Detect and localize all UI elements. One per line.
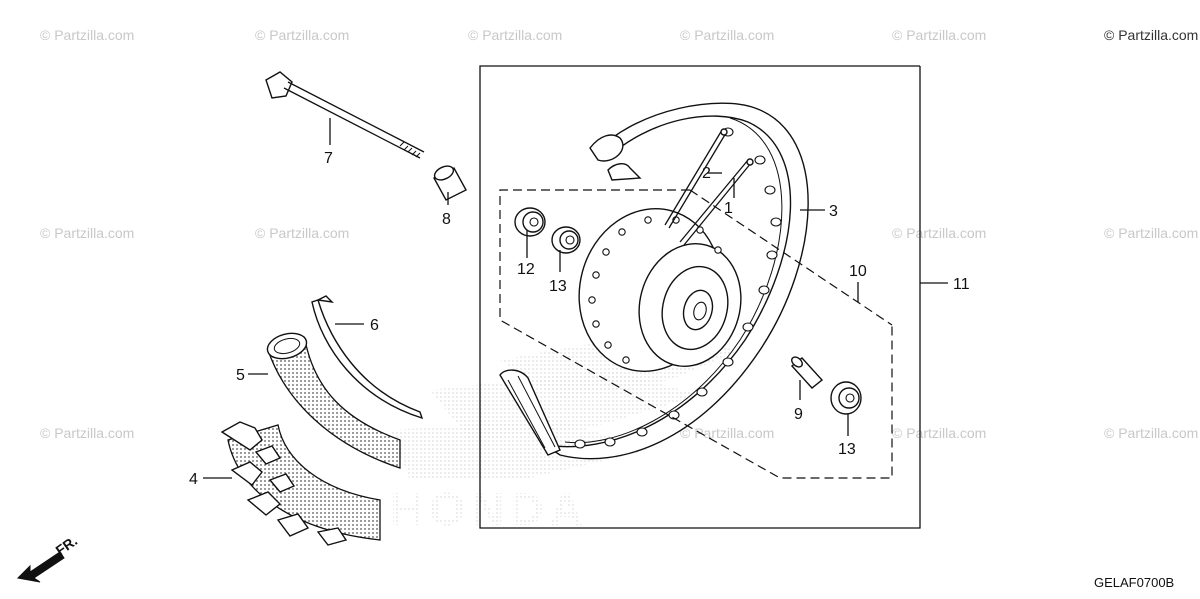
watermark: © Partzilla.com (680, 425, 774, 441)
wheel-hub (578, 208, 742, 372)
callout-5: 5 (236, 367, 245, 384)
callout-3: 3 (829, 203, 838, 220)
leader-lines (203, 118, 948, 479)
callout-13-upper: 13 (549, 278, 567, 295)
distance-collar-9 (790, 356, 824, 389)
wheel-assembly-frame (479, 65, 921, 529)
watermark: © Partzilla.com (1104, 425, 1198, 441)
callout-7: 7 (324, 150, 333, 167)
arrow-icon (16, 551, 65, 583)
bearing-12 (514, 207, 546, 237)
tire-4 (220, 421, 381, 546)
drawing-code: GELAF0700B (1094, 575, 1174, 590)
inner-tube-5 (266, 332, 401, 469)
rim (499, 102, 809, 460)
bearing-group-bracket (499, 189, 893, 479)
axle-bolt-7 (265, 71, 425, 159)
axle-collar-8 (433, 165, 467, 201)
callout-11: 11 (953, 276, 970, 293)
spokes (664, 128, 754, 246)
watermark: © Partzilla.com (255, 225, 349, 241)
front-direction-indicator: FR. (16, 532, 80, 583)
watermark: © Partzilla.com (892, 27, 986, 43)
callout-1: 1 (724, 200, 733, 217)
watermark: © Partzilla.com (1104, 225, 1198, 241)
callout-9: 9 (794, 406, 803, 423)
watermark: © Partzilla.com (1104, 27, 1198, 43)
dust-seal-13-upper (551, 226, 581, 254)
watermark: © Partzilla.com (680, 27, 774, 43)
callouts: 1 2 3 4 5 6 7 8 9 10 11 12 13 13 (189, 150, 970, 488)
callout-2: 2 (702, 165, 711, 182)
callout-6: 6 (370, 317, 379, 334)
watermark: © Partzilla.com (40, 225, 134, 241)
watermark: © Partzilla.com (40, 27, 134, 43)
callout-13-lower: 13 (838, 441, 856, 458)
rim-band-6 (311, 295, 424, 420)
rim-spoke-holes (574, 127, 782, 449)
watermark: © Partzilla.com (892, 425, 986, 441)
honda-logo-text: HONDA (390, 483, 589, 535)
watermark: © Partzilla.com (892, 225, 986, 241)
callout-10: 10 (849, 263, 867, 280)
watermark: © Partzilla.com (468, 27, 562, 43)
watermark: © Partzilla.com (255, 27, 349, 43)
dust-seal-13-lower (830, 381, 862, 415)
watermark: © Partzilla.com (40, 425, 134, 441)
callout-12: 12 (517, 261, 535, 278)
callout-4: 4 (189, 471, 198, 488)
callout-8: 8 (442, 211, 451, 228)
watermark-layer: © Partzilla.com © Partzilla.com © Partzi… (40, 27, 1198, 441)
